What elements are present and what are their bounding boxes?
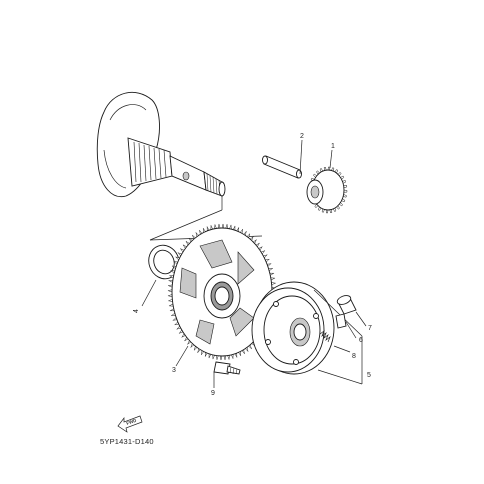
part-8-spring <box>319 329 351 353</box>
gear-tooth <box>219 355 223 361</box>
callout-4: 4 <box>133 309 140 313</box>
part-2-idler-shaft <box>262 139 303 179</box>
part-9-bolt <box>213 361 241 388</box>
callout-9: 9 <box>211 390 215 397</box>
callout-5: 5 <box>367 372 371 379</box>
crank-gear-teeth <box>133 141 167 183</box>
crankshaft-assembly <box>96 91 226 241</box>
part-1-idler-gear <box>306 149 348 214</box>
callout-6: 6 <box>359 337 363 344</box>
gear-tooth <box>223 355 227 361</box>
callout-1: 1 <box>331 143 335 150</box>
gear-tooth <box>217 223 221 229</box>
gear-tooth <box>221 223 225 229</box>
part-4-washer <box>141 235 263 307</box>
gear-tooth <box>167 289 173 293</box>
catalog-code: 5YP1431-D140 <box>100 437 154 446</box>
callout-7: 7 <box>368 325 372 332</box>
callout-3: 3 <box>172 367 176 374</box>
callout-8: 8 <box>352 353 356 360</box>
part-3-starter-wheel-gear <box>167 223 277 367</box>
gear-tooth <box>167 294 173 298</box>
fwd-label: FWD <box>126 417 138 425</box>
part-6-plunger <box>335 313 357 339</box>
callout-2: 2 <box>300 133 304 140</box>
part-5-starter-clutch <box>251 281 363 385</box>
part-7-roller <box>336 295 367 327</box>
fwd-arrow-icon: FWD <box>117 415 143 433</box>
